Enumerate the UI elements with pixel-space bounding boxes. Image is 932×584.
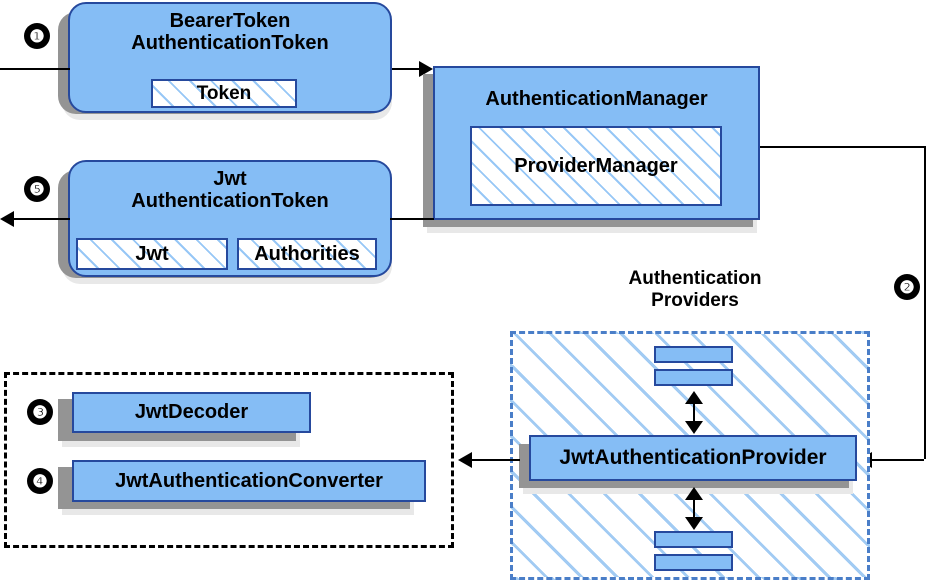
connector-provider-down-link-arrowhead-up: [685, 487, 703, 500]
connector-provider-up-link-arrowhead-up: [685, 391, 703, 404]
jwt-token-field-authorities-label: Authorities: [254, 242, 360, 265]
connector-request-in: [0, 68, 70, 70]
node-jwt-authentication-provider[interactable]: JwtAuthenticationProvider: [529, 435, 857, 481]
node-jwt-authentication-converter[interactable]: JwtAuthenticationConverter: [72, 460, 426, 502]
bearer-token-field-token: Token: [151, 79, 297, 108]
provider-stack-top-bar-2: [654, 369, 733, 386]
connector-manager-to-provider-bottom: [872, 459, 924, 461]
connector-manager-to-provider-right: [924, 146, 926, 459]
connector-provider-up-link-arrowhead-down: [685, 421, 703, 434]
marker-step-3-label: ❸: [32, 402, 48, 422]
marker-step-3: ❸: [27, 399, 53, 425]
marker-step-5: ❺: [24, 176, 50, 202]
marker-step-5-label: ❺: [29, 179, 45, 199]
connector-manager-to-provider-top: [760, 146, 926, 148]
jwt-token-field-jwt-label: Jwt: [135, 242, 169, 265]
connector-bearer-to-manager-arrowhead: [419, 61, 433, 77]
jwt-decoder-title: JwtDecoder: [134, 401, 249, 424]
connector-provider-down-link: [693, 490, 695, 526]
authentication-manager-title: AuthenticationManager: [485, 88, 708, 110]
jwt-token-field-authorities: Authorities: [237, 238, 377, 270]
bearer-token-field-token-label: Token: [196, 82, 252, 104]
marker-step-2: ❷: [894, 274, 920, 300]
jwt-token-title-line1: Jwt: [213, 168, 247, 190]
connector-provider-to-jwt-support: [472, 459, 520, 461]
connector-provider-to-jwt-support-arrowhead: [458, 452, 472, 468]
marker-step-1: ❶: [24, 23, 50, 49]
connector-manager-to-jwt-token: [390, 218, 434, 220]
connector-bearer-to-manager: [392, 68, 424, 70]
connector-provider-down-link-arrowhead-down: [685, 517, 703, 530]
jwt-authentication-provider-title: JwtAuthenticationProvider: [559, 446, 827, 470]
connector-jwt-token-out: [14, 218, 70, 220]
provider-stack-top-bar-1: [654, 346, 733, 363]
group-jwt-support: [4, 372, 454, 548]
connector-jwt-token-out-arrowhead: [0, 211, 14, 227]
provider-stack-bottom-bar-2: [654, 554, 733, 571]
provider-manager-label: ProviderManager: [514, 154, 678, 177]
authentication-providers-caption-line2: Providers: [651, 289, 739, 311]
authentication-providers-caption: Authentication Providers: [570, 268, 820, 311]
marker-step-4-label: ❹: [32, 471, 48, 491]
marker-step-1-label: ❶: [29, 26, 45, 46]
marker-step-4: ❹: [27, 468, 53, 494]
bearer-token-title-line1: BearerToken: [169, 10, 291, 32]
jwt-authentication-converter-title: JwtAuthenticationConverter: [115, 469, 383, 492]
jwt-token-title-line2: AuthenticationToken: [131, 190, 329, 213]
provider-stack-bottom-bar-1: [654, 531, 733, 548]
bearer-token-title-line2: AuthenticationToken: [131, 32, 329, 55]
authentication-providers-caption-line1: Authentication: [628, 268, 762, 289]
node-jwt-decoder[interactable]: JwtDecoder: [72, 392, 311, 433]
authentication-manager-inner-provider-manager: ProviderManager: [470, 126, 722, 206]
marker-step-2-label: ❷: [899, 277, 915, 297]
connector-provider-up-link: [693, 394, 695, 430]
jwt-token-field-jwt: Jwt: [76, 238, 228, 270]
